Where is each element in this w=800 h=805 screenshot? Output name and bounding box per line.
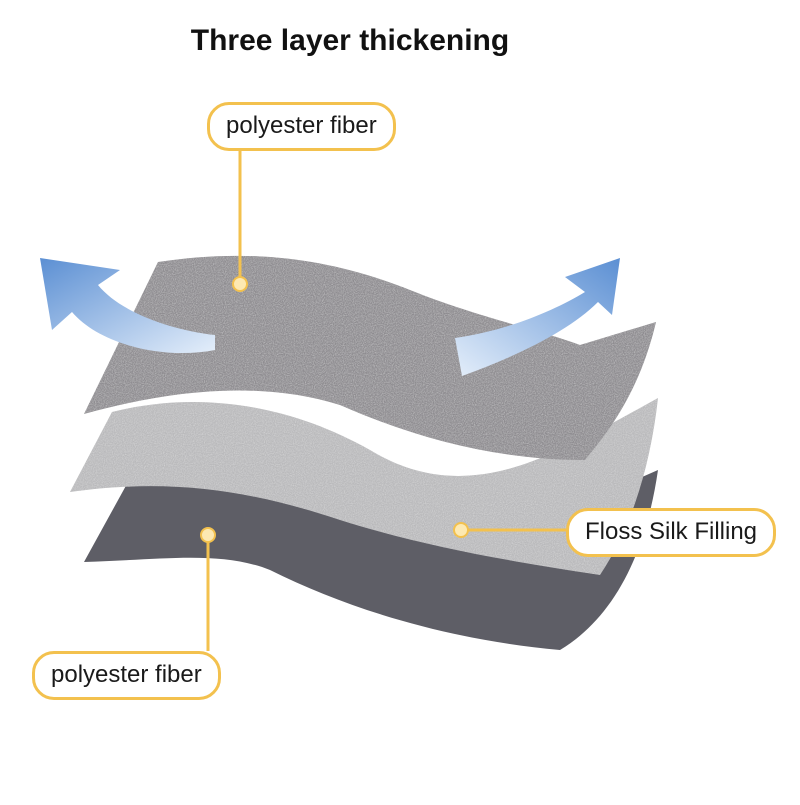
page-title: Three layer thickening — [190, 24, 510, 57]
top-callout-dot — [232, 276, 248, 292]
middle-layer-label: Floss Silk Filling — [566, 508, 777, 557]
bottom-layer-sheet — [84, 470, 658, 650]
right-callout-dot — [453, 522, 469, 538]
top-layer-label: polyester fiber — [207, 102, 396, 151]
curved-arrow-up-right-icon — [455, 258, 620, 376]
curved-arrow-up-left-icon — [40, 258, 215, 354]
bottom-callout-dot — [200, 527, 216, 543]
bottom-layer-label: polyester fiber — [32, 651, 221, 700]
top-layer-sheet — [84, 255, 656, 460]
